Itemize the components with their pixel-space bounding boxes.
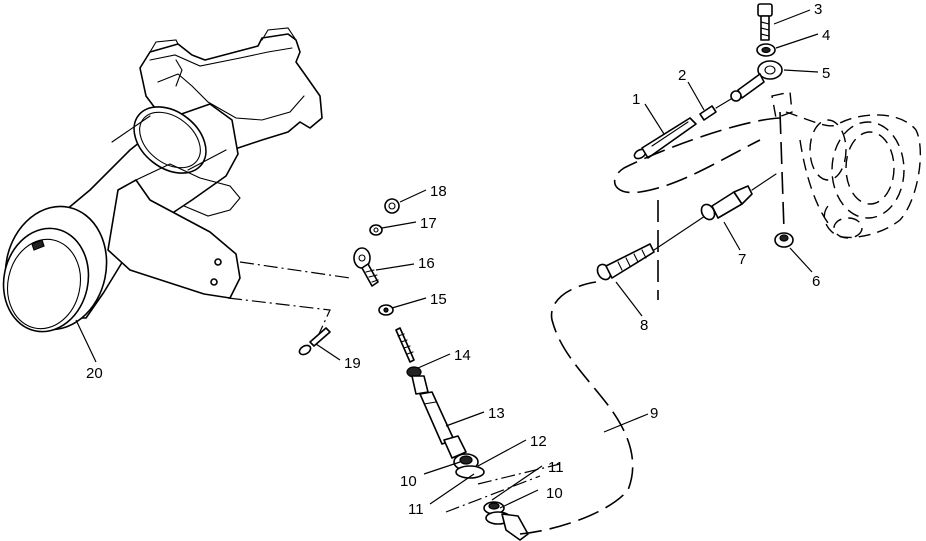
callout-4: 4 (822, 27, 830, 44)
nut-6 (774, 232, 794, 248)
guide-line-6 (779, 111, 785, 231)
callout-labels: 1 2 3 4 5 6 7 8 9 10 10 11 11 12 13 14 1… (86, 1, 830, 518)
steering-post-housing (2, 27, 323, 333)
centerline-fitting (445, 475, 541, 513)
callout-18: 18 (430, 183, 447, 200)
bolt-3 (757, 3, 773, 41)
callout-12: 12 (530, 433, 547, 450)
centerline-housing-16 (239, 261, 351, 279)
callout-3: 3 (814, 1, 822, 18)
callout-5: 5 (822, 65, 830, 82)
callout-9: 9 (650, 405, 658, 422)
bolt-19 (298, 327, 331, 356)
cable-housing-13 (419, 391, 467, 459)
callout-11-right: 11 (548, 459, 564, 476)
callout-6: 6 (812, 273, 820, 290)
cable-fitting-10-12 (453, 453, 485, 479)
nut-15 (378, 304, 394, 316)
spring-2 (699, 105, 717, 121)
callout-19: 19 (344, 355, 361, 372)
cable-end-14 (395, 327, 429, 395)
callout-13: 13 (488, 405, 505, 422)
callout-1: 1 (632, 91, 640, 108)
rod-end-5 (730, 60, 783, 102)
callout-10-right: 10 (546, 485, 563, 502)
centerline-fitting-2 (477, 463, 561, 485)
callout-7: 7 (738, 251, 746, 268)
callout-10-left: 10 (400, 473, 417, 490)
leader-lines (75, 9, 819, 509)
cable-9 (519, 281, 634, 535)
callout-14: 14 (454, 347, 471, 364)
carburetor-phantom (771, 91, 922, 239)
callout-8: 8 (640, 317, 648, 334)
callout-11-left: 11 (408, 501, 424, 518)
cable-1 (633, 117, 697, 160)
rod-end-16 (353, 247, 379, 287)
washer-17 (369, 224, 383, 236)
adjuster-8 (596, 243, 655, 281)
callout-15: 15 (430, 291, 447, 308)
callout-2: 2 (678, 67, 686, 84)
washer-4 (756, 43, 776, 57)
nut-18 (384, 198, 400, 214)
cable-fitting-10-11-lower (483, 501, 529, 541)
callout-17: 17 (420, 215, 437, 232)
callout-16: 16 (418, 255, 435, 272)
callout-20: 20 (86, 365, 103, 382)
guide-loop-1 (614, 117, 781, 194)
centerline-housing-19 (227, 297, 331, 337)
cable-housing-7 (653, 173, 777, 251)
